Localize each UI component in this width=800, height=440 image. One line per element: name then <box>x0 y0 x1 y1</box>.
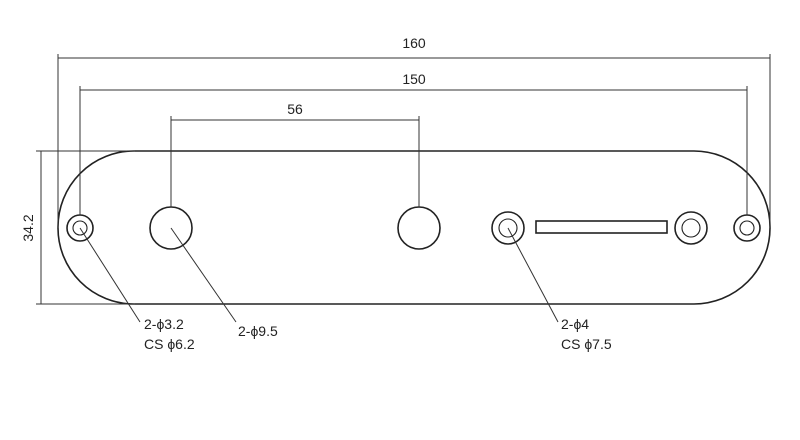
dimension-34-2-label: 34.2 <box>20 214 36 241</box>
control-hole-tone <box>397 206 441 250</box>
switch-screw-hole-left <box>491 211 525 245</box>
leader-control-hole <box>170 227 237 323</box>
dimension-control-spacing: 56 <box>170 101 420 207</box>
switch-screw-hole-right <box>674 211 708 245</box>
dimension-56-label: 56 <box>287 101 303 117</box>
dimension-150-label: 150 <box>402 71 426 87</box>
plate-outline <box>57 150 771 305</box>
leader-switch-screw <box>507 227 559 323</box>
dimension-160-label: 160 <box>402 35 426 51</box>
dimension-plate-width: 34.2 <box>20 150 135 305</box>
mounting-hole-right <box>733 214 761 242</box>
switch-slot <box>535 220 668 234</box>
callout-mounting-holes-diameter: 2-ϕ3.2 <box>144 316 184 332</box>
callout-switch-screws-countersink: CS ϕ7.5 <box>561 336 612 352</box>
callout-control-holes-diameter: 2-ϕ9.5 <box>238 323 278 339</box>
dimension-overall-length: 160 <box>57 35 771 228</box>
callout-mounting-holes-countersink: CS ϕ6.2 <box>144 336 195 352</box>
callout-switch-screws-diameter: 2-ϕ4 <box>561 316 589 332</box>
dimension-mounting-spacing: 150 <box>79 71 748 215</box>
leader-mounting-hole <box>79 227 141 323</box>
